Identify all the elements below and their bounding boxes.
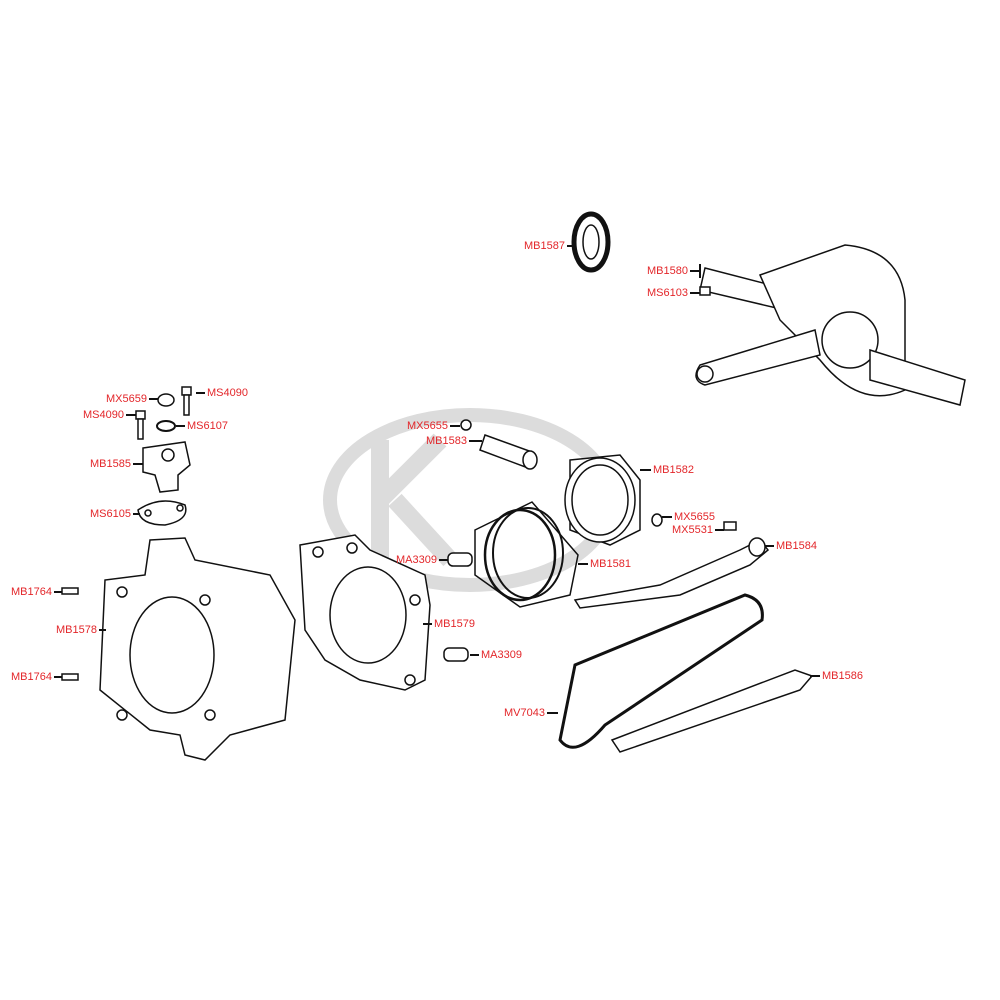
crankshaft-part[interactable] <box>695 244 966 406</box>
dowel-pin-part[interactable] <box>443 647 469 662</box>
piston-part[interactable] <box>564 454 641 546</box>
cylinder-part[interactable] <box>99 537 296 761</box>
label-pivot-bolt[interactable]: MX5531 <box>672 524 713 536</box>
chain-guide-part[interactable] <box>610 669 814 753</box>
label-cap-bolt[interactable]: MX5659 <box>106 393 147 405</box>
piston-ring-part[interactable] <box>474 501 579 608</box>
oring-part[interactable] <box>156 420 176 432</box>
label-piston-pin[interactable]: MB1583 <box>426 435 467 447</box>
label-cylinder[interactable]: MB1578 <box>56 624 97 636</box>
cam-chain-part[interactable] <box>558 593 764 749</box>
clip-part[interactable] <box>651 513 663 527</box>
label-cylinder-bolt-upper[interactable]: MB1764 <box>11 586 52 598</box>
cylinder-bolt-part[interactable] <box>61 673 79 681</box>
label-tensioner-bolt-right[interactable]: MS4090 <box>207 387 248 399</box>
label-tensioner-bolt-left[interactable]: MS4090 <box>83 409 124 421</box>
gasket-part[interactable] <box>137 500 187 526</box>
label-dowel-upper[interactable]: MA3309 <box>396 554 437 566</box>
tensioner-bolt-part[interactable] <box>135 410 146 440</box>
label-dowel-lower[interactable]: MA3309 <box>481 649 522 661</box>
pivot-bolt-part[interactable] <box>723 521 737 531</box>
cap-bolt-part[interactable] <box>157 393 175 407</box>
label-washer[interactable]: MB1587 <box>524 240 565 252</box>
label-crank-key[interactable]: MS6103 <box>647 287 688 299</box>
label-cylinder-gasket[interactable]: MB1579 <box>434 618 475 630</box>
label-crankshaft[interactable]: MB1580 <box>647 265 688 277</box>
piston-pin-part[interactable] <box>479 434 538 470</box>
label-chain-guide[interactable]: MB1586 <box>822 670 863 682</box>
tensioner-part[interactable] <box>142 441 191 493</box>
tensioner-bolt-part[interactable] <box>181 386 192 416</box>
dowel-pin-part[interactable] <box>447 552 473 567</box>
leader-lines <box>54 245 820 714</box>
label-tensioner[interactable]: MB1585 <box>90 458 131 470</box>
label-pin-clip-left[interactable]: MX5655 <box>407 420 448 432</box>
label-cylinder-bolt-lower[interactable]: MB1764 <box>11 671 52 683</box>
label-tensioner-gasket[interactable]: MS6105 <box>90 508 131 520</box>
label-ring-set[interactable]: MB1581 <box>590 558 631 570</box>
cylinder-bolt-part[interactable] <box>61 587 79 595</box>
washer-part[interactable] <box>571 211 611 273</box>
label-pin-clip-right[interactable]: MX5655 <box>674 511 715 523</box>
label-slipper[interactable]: MB1584 <box>776 540 817 552</box>
clip-part[interactable] <box>460 419 472 431</box>
cylinder-gasket-part[interactable] <box>299 534 431 691</box>
label-cam-chain[interactable]: MV7043 <box>504 707 545 719</box>
label-piston[interactable]: MB1582 <box>653 464 694 476</box>
label-oring[interactable]: MS6107 <box>187 420 228 432</box>
